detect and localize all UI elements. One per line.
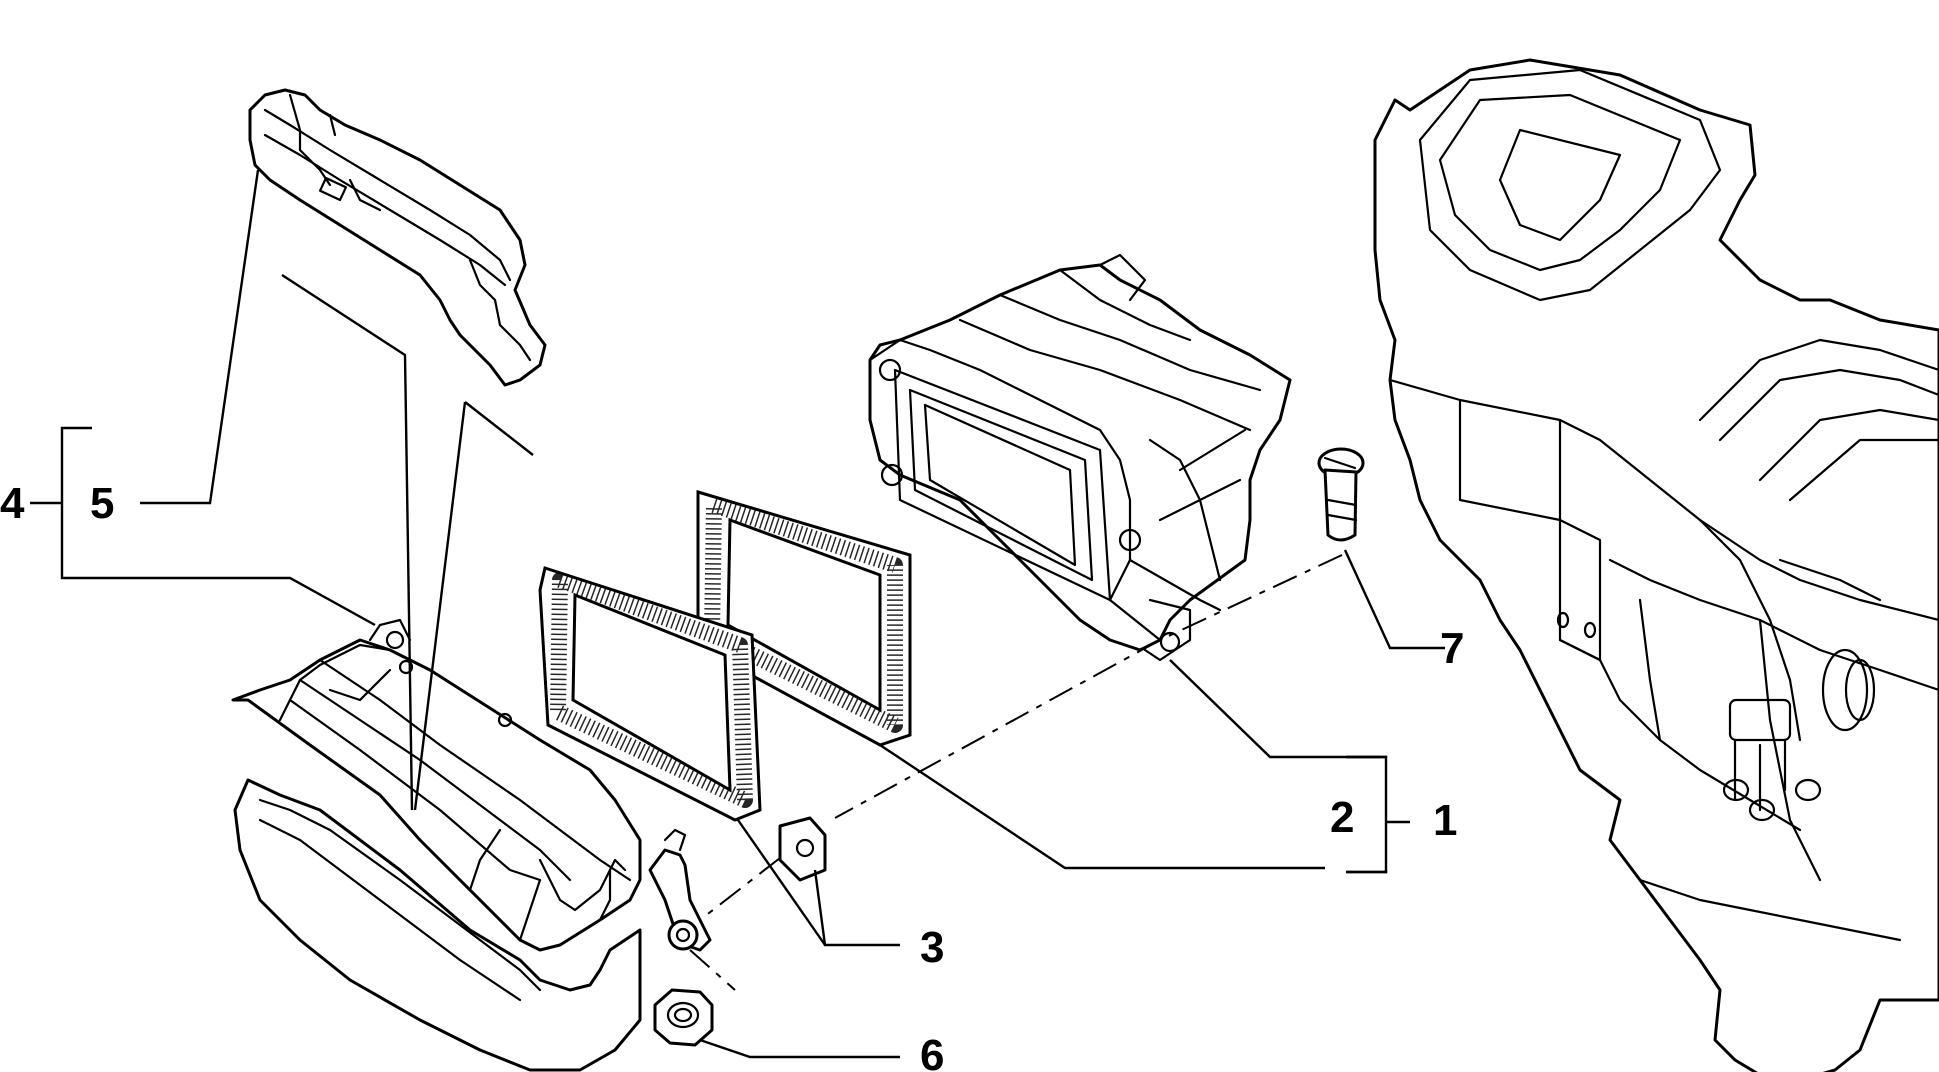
bolt-part-7 (1317, 447, 1365, 542)
callout-6: 6 (920, 1031, 944, 1072)
lever-link (648, 828, 712, 952)
callout-labels: 4 5 7 2 1 3 6 (0, 479, 1464, 1072)
bracket-part-5 (248, 88, 547, 387)
leader-lines (30, 169, 1445, 1059)
callout-4: 4 (0, 479, 25, 528)
clip-part-3 (778, 816, 827, 882)
callout-3: 3 (920, 923, 944, 972)
gasket-inner (538, 566, 762, 822)
callout-1: 1 (1433, 796, 1457, 845)
blower-housing-assembly (1373, 58, 1939, 1072)
callout-5: 5 (90, 479, 114, 528)
callout-2: 2 (1330, 793, 1354, 842)
assembly-axis-lines (689, 554, 1343, 991)
nut-part-6 (653, 988, 714, 1047)
callout-7: 7 (1440, 624, 1464, 673)
duct-part-2 (868, 253, 1292, 662)
housing-part-4 (231, 618, 642, 1072)
